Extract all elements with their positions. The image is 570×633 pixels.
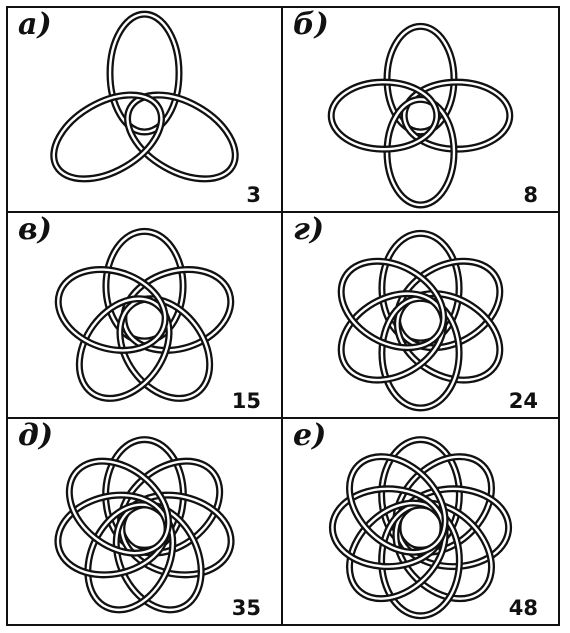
panel-letter: д): [18, 421, 53, 451]
panel-letter: е): [293, 421, 326, 451]
panel-d: д) 35: [8, 419, 283, 624]
panel-v: в) 15: [8, 213, 283, 418]
knot-figure-grid: а) 3 б) 8 в) 15 г) 24 д) 35 е) 48: [6, 6, 560, 626]
knot-loop: [331, 82, 437, 149]
knot-drawing: [283, 213, 558, 416]
panel-letter: в): [18, 215, 52, 245]
crossing-count: 3: [246, 183, 261, 207]
panel-g: г) 24: [283, 213, 558, 418]
knot-loop: [382, 234, 459, 344]
panel-letter: г): [293, 215, 324, 245]
panel-letter: а): [18, 10, 52, 40]
crossing-count: 24: [509, 389, 538, 413]
knot-loop: [387, 99, 454, 205]
panel-b: б) 8: [283, 8, 558, 213]
knot-loop: [110, 14, 179, 132]
crossing-count: 15: [232, 389, 261, 413]
panel-e: е) 48: [283, 419, 558, 624]
panel-a: а) 3: [8, 8, 283, 213]
panel-letter: б): [293, 10, 329, 40]
crossing-count: 8: [523, 183, 538, 207]
crossing-count: 48: [509, 596, 538, 620]
knot-loop: [382, 299, 459, 409]
crossing-count: 35: [232, 596, 261, 620]
